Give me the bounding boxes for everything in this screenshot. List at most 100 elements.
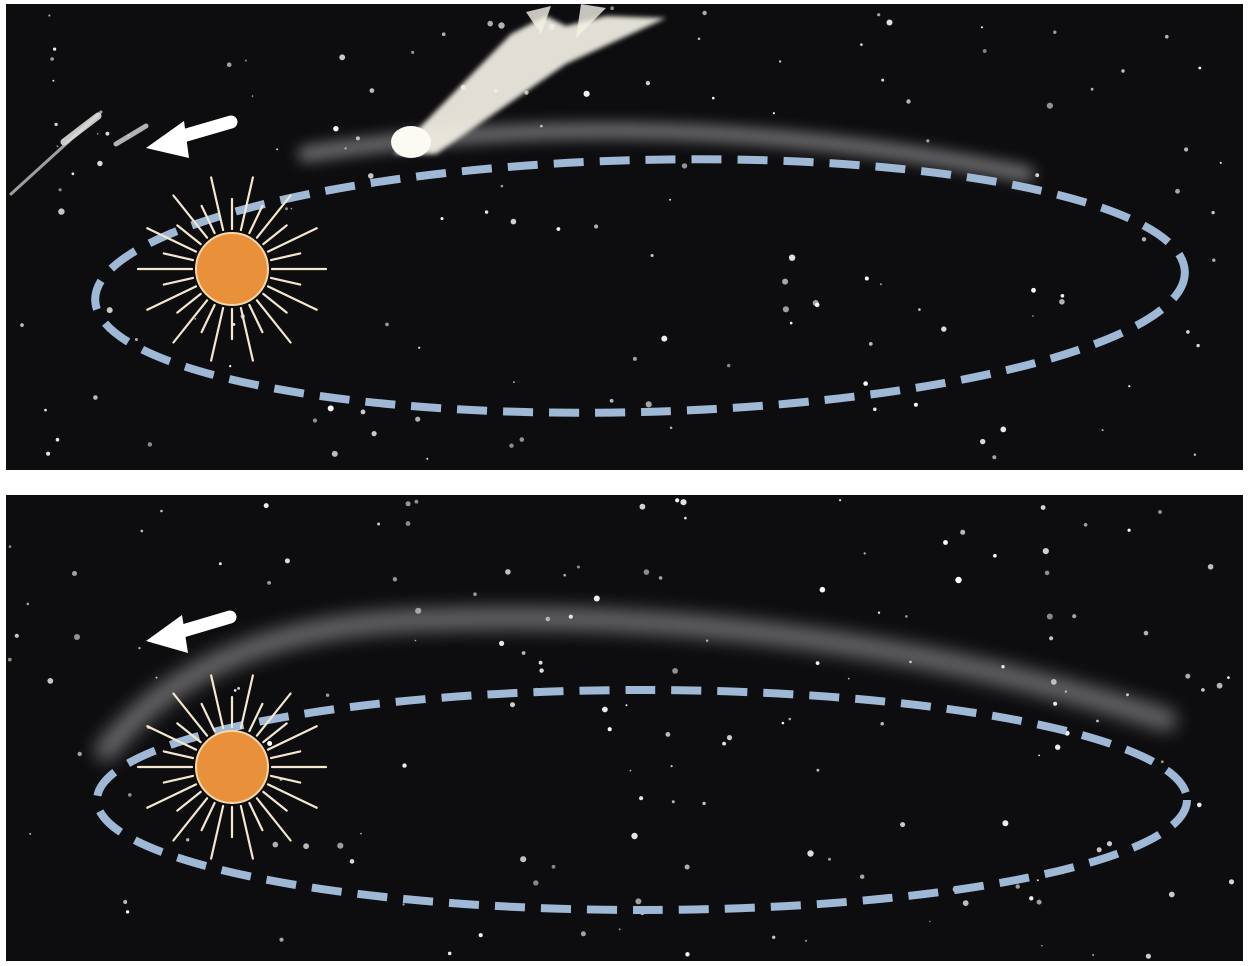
star	[415, 417, 420, 422]
star	[1002, 820, 1008, 826]
star	[914, 403, 918, 407]
sun-ray	[268, 228, 317, 251]
star	[880, 283, 882, 285]
star	[943, 540, 948, 545]
sun-ray	[164, 751, 193, 758]
star	[635, 898, 641, 904]
star	[48, 14, 50, 16]
star	[640, 504, 646, 510]
star	[107, 307, 113, 313]
star	[1000, 427, 1006, 433]
star	[1096, 720, 1099, 723]
star	[698, 38, 701, 41]
star	[402, 763, 406, 767]
sun-ray	[211, 806, 223, 859]
star	[659, 576, 663, 580]
star	[276, 148, 278, 150]
star	[1197, 803, 1202, 808]
star	[1016, 884, 1020, 888]
star	[74, 634, 80, 640]
sun-ray	[147, 784, 196, 807]
sun-ray	[177, 294, 200, 313]
star	[918, 308, 921, 311]
star	[1091, 88, 1094, 91]
star	[337, 843, 343, 849]
star	[782, 279, 788, 285]
panel-bottom	[6, 495, 1243, 961]
star	[993, 554, 997, 558]
star	[498, 22, 504, 28]
star	[1053, 31, 1056, 34]
star	[1227, 676, 1230, 679]
star	[1208, 564, 1214, 570]
star	[1053, 702, 1057, 706]
star	[963, 900, 969, 906]
star	[426, 458, 428, 460]
sun-ray	[271, 751, 300, 758]
star	[712, 97, 715, 100]
star	[789, 255, 795, 261]
star	[563, 574, 566, 577]
star	[313, 418, 317, 422]
star	[702, 11, 706, 15]
panel-divider	[0, 470, 1249, 495]
star	[782, 722, 785, 725]
star	[783, 306, 789, 312]
sun-ray	[257, 798, 291, 840]
star	[610, 399, 614, 403]
star	[584, 91, 590, 97]
star	[499, 641, 504, 646]
star	[669, 199, 671, 201]
star	[1097, 847, 1102, 852]
star	[59, 188, 62, 191]
star	[865, 277, 869, 281]
sun-ray	[268, 726, 317, 749]
star	[126, 910, 129, 913]
star	[926, 139, 929, 142]
star	[1201, 688, 1205, 692]
star	[680, 499, 686, 505]
star	[577, 566, 580, 569]
star	[1186, 330, 1190, 334]
star	[128, 793, 132, 797]
star	[1055, 745, 1060, 750]
star	[817, 769, 820, 772]
star	[264, 503, 269, 508]
star	[406, 501, 411, 506]
star	[1128, 529, 1131, 532]
star	[790, 322, 793, 325]
star	[123, 900, 127, 904]
star	[1038, 755, 1040, 757]
star	[267, 741, 272, 746]
sun-ray	[271, 776, 300, 783]
star	[610, 6, 614, 10]
star	[661, 336, 667, 342]
star	[97, 133, 99, 135]
star	[773, 112, 775, 114]
star	[1169, 892, 1175, 898]
sun-ray	[147, 286, 196, 309]
star	[631, 833, 637, 839]
sun-disc	[196, 731, 268, 803]
star	[485, 210, 488, 213]
star	[1031, 288, 1036, 293]
direction-arrow	[146, 615, 230, 653]
star	[227, 62, 232, 67]
star	[186, 838, 189, 841]
star	[328, 405, 334, 411]
star	[670, 427, 673, 430]
star	[78, 752, 82, 756]
star	[441, 217, 444, 220]
star	[148, 442, 152, 446]
star	[370, 88, 375, 93]
star	[1128, 385, 1130, 387]
sun-ray	[241, 675, 253, 728]
star	[360, 833, 362, 835]
star	[1196, 344, 1199, 347]
sun-ray	[164, 278, 193, 285]
star	[291, 208, 293, 210]
star	[828, 858, 831, 861]
sun-ray	[173, 196, 207, 238]
star	[245, 60, 247, 62]
sun-ray	[263, 723, 286, 742]
